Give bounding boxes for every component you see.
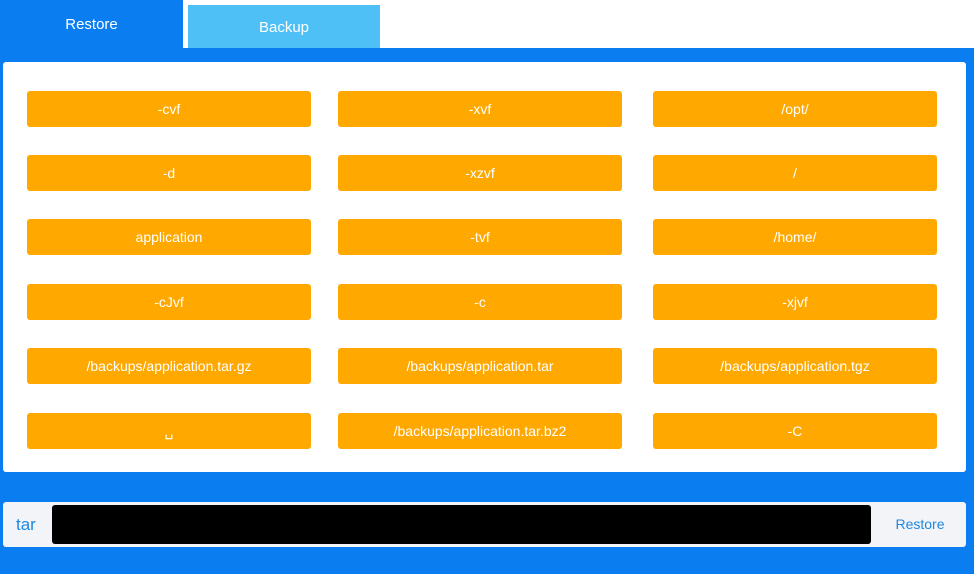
command-prefix: tar <box>16 515 36 534</box>
option-button-tar-bz2[interactable]: /backups/application.tar.bz2 <box>338 413 622 449</box>
option-button-tgz[interactable]: /backups/application.tgz <box>653 348 937 384</box>
command-bar: tar Restore <box>3 502 966 547</box>
tab-backup[interactable]: Backup <box>188 5 380 50</box>
option-button-cjvf[interactable]: -cJvf <box>27 284 311 320</box>
option-button-application[interactable]: application <box>27 219 311 255</box>
option-button-home-dir[interactable]: /home/ <box>653 219 937 255</box>
option-button-opt-dir[interactable]: /opt/ <box>653 91 937 127</box>
options-panel: -cvf -xvf /opt/ -d -xzvf / application -… <box>3 62 966 472</box>
command-input[interactable] <box>52 505 871 544</box>
option-button-space[interactable]: ␣ <box>27 413 311 449</box>
option-button-d[interactable]: -d <box>27 155 311 191</box>
option-button-cvf[interactable]: -cvf <box>27 91 311 127</box>
restore-submit-button[interactable]: Restore <box>895 516 945 532</box>
tab-restore[interactable]: Restore <box>0 0 183 50</box>
option-button-capital-c[interactable]: -C <box>653 413 937 449</box>
option-button-tar[interactable]: /backups/application.tar <box>338 348 622 384</box>
option-button-root-dir[interactable]: / <box>653 155 937 191</box>
option-button-c[interactable]: -c <box>338 284 622 320</box>
option-button-xvf[interactable]: -xvf <box>338 91 622 127</box>
option-button-xjvf[interactable]: -xjvf <box>653 284 937 320</box>
option-button-xzvf[interactable]: -xzvf <box>338 155 622 191</box>
option-button-tar-gz[interactable]: /backups/application.tar.gz <box>27 348 311 384</box>
option-button-tvf[interactable]: -tvf <box>338 219 622 255</box>
